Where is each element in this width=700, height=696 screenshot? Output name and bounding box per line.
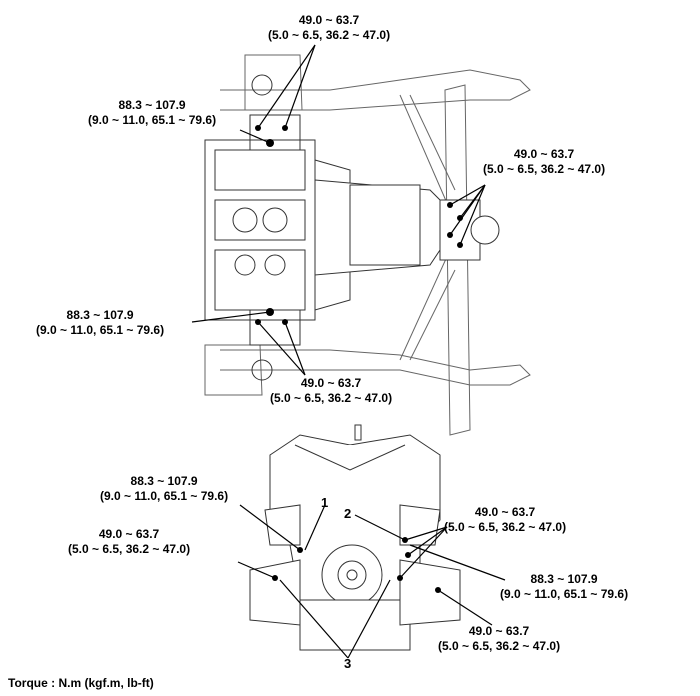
top-engine-block xyxy=(204,139,500,321)
callout-line1: 88.3 ~ 107.9 xyxy=(66,308,134,322)
callout-top-rear-mounts: 49.0 ~ 63.7 (5.0 ~ 6.5, 36.2 ~ 47.0) xyxy=(270,376,392,406)
part-number-2: 2 xyxy=(344,506,352,521)
callout-line2: (9.0 ~ 11.0, 65.1 ~ 79.6) xyxy=(88,113,217,127)
callout-line1: 49.0 ~ 63.7 xyxy=(98,527,160,541)
callout-line1: 88.3 ~ 107.9 xyxy=(130,474,198,488)
bottom-engine-front xyxy=(249,424,461,651)
callout-bottom-left-lower: 49.0 ~ 63.7 (5.0 ~ 6.5, 36.2 ~ 47.0) xyxy=(68,527,190,557)
top-mount-brackets xyxy=(249,74,301,381)
chassis-frame xyxy=(204,54,531,436)
callout-line2: (5.0 ~ 6.5, 36.2 ~ 47.0) xyxy=(483,162,606,176)
callout-line1: 49.0 ~ 63.7 xyxy=(300,376,362,390)
callout-bottom-right-lower: 49.0 ~ 63.7 (5.0 ~ 6.5, 36.2 ~ 47.0) xyxy=(438,624,560,654)
bottom-leader-lines xyxy=(237,504,506,659)
callout-bottom-left-upper: 88.3 ~ 107.9 (9.0 ~ 11.0, 65.1 ~ 79.6) xyxy=(100,474,228,504)
callout-line2: (5.0 ~ 6.5, 36.2 ~ 47.0) xyxy=(438,639,561,653)
callout-top-left-upper: 88.3 ~ 107.9 (9.0 ~ 11.0, 65.1 ~ 79.6) xyxy=(88,98,216,128)
callout-line2: (5.0 ~ 6.5, 36.2 ~ 47.0) xyxy=(270,391,393,405)
callout-top-right-trans: 49.0 ~ 63.7 (5.0 ~ 6.5, 36.2 ~ 47.0) xyxy=(483,147,605,177)
callout-line1: 88.3 ~ 107.9 xyxy=(118,98,186,112)
callout-line2: (5.0 ~ 6.5, 36.2 ~ 47.0) xyxy=(268,28,391,42)
callout-line2: (9.0 ~ 11.0, 65.1 ~ 79.6) xyxy=(500,587,629,601)
callout-line1: 49.0 ~ 63.7 xyxy=(298,13,360,27)
callout-line1: 49.0 ~ 63.7 xyxy=(468,624,530,638)
callout-line2: (5.0 ~ 6.5, 36.2 ~ 47.0) xyxy=(444,520,567,534)
callout-line2: (9.0 ~ 11.0, 65.1 ~ 79.6) xyxy=(36,323,165,337)
torque-unit-note: Torque : N.m (kgf.m, lb-ft) xyxy=(8,676,154,690)
callout-bottom-right-mid: 88.3 ~ 107.9 (9.0 ~ 11.0, 65.1 ~ 79.6) xyxy=(500,572,628,602)
top-leader-lines xyxy=(191,44,486,376)
part-number-3: 3 xyxy=(344,656,352,671)
callout-line1: 49.0 ~ 63.7 xyxy=(474,505,536,519)
callout-line1: 49.0 ~ 63.7 xyxy=(513,147,575,161)
callout-line1: 88.3 ~ 107.9 xyxy=(530,572,598,586)
callout-line2: (5.0 ~ 6.5, 36.2 ~ 47.0) xyxy=(68,542,191,556)
callout-line2: (9.0 ~ 11.0, 65.1 ~ 79.6) xyxy=(100,489,229,503)
callout-top-left-lower: 88.3 ~ 107.9 (9.0 ~ 11.0, 65.1 ~ 79.6) xyxy=(36,308,164,338)
callout-top-front-mounts: 49.0 ~ 63.7 (5.0 ~ 6.5, 36.2 ~ 47.0) xyxy=(268,13,390,43)
callout-bottom-right-upper: 49.0 ~ 63.7 (5.0 ~ 6.5, 36.2 ~ 47.0) xyxy=(444,505,566,535)
part-number-1: 1 xyxy=(321,495,329,510)
